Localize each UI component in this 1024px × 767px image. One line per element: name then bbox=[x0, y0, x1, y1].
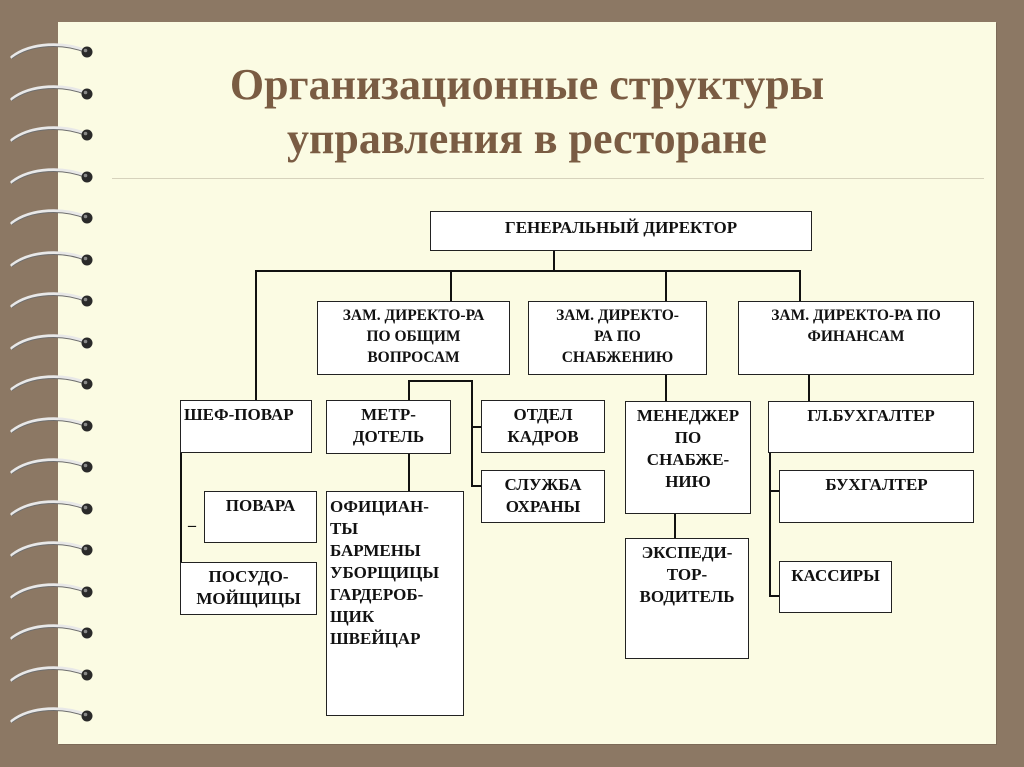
box-maitre: МЕТР- ДОТЕЛЬ bbox=[326, 400, 451, 454]
box-chief-accountant: ГЛ.БУХГАЛТЕР bbox=[768, 401, 974, 453]
spiral-ring-icon bbox=[10, 707, 93, 724]
box-security: СЛУЖБА ОХРАНЫ bbox=[481, 470, 605, 523]
spiral-ring-icon bbox=[10, 458, 93, 475]
spiral-ring-icon bbox=[10, 624, 93, 641]
spiral-ring-icon bbox=[10, 209, 93, 226]
spiral-ring-icon bbox=[10, 250, 93, 267]
spiral-ring-icon bbox=[10, 416, 93, 433]
box-chef: ШЕФ-ПОВАР bbox=[180, 400, 312, 453]
title-divider bbox=[112, 178, 984, 179]
box-deputy-supply: ЗАМ. ДИРЕКТО- РА ПО СНАБЖЕНИЮ bbox=[528, 301, 707, 375]
box-supply-manager: МЕНЕДЖЕР ПО СНАБЖЕ- НИЮ bbox=[625, 401, 751, 514]
box-accountant: БУХГАЛТЕР bbox=[779, 470, 974, 523]
spiral-ring-icon bbox=[10, 665, 93, 682]
spiral-ring-icon bbox=[10, 126, 93, 143]
box-forwarder: ЭКСПЕДИ- ТОР- ВОДИТЕЛЬ bbox=[625, 538, 749, 659]
spiral-ring-icon bbox=[10, 333, 93, 350]
spiral-ring-icon bbox=[10, 167, 93, 184]
title-line-2: управления в ресторане bbox=[287, 114, 767, 163]
spiral-ring-icon bbox=[10, 582, 93, 599]
box-deputy-finance: ЗАМ. ДИРЕКТО-РА ПО ФИНАНСАМ bbox=[738, 301, 974, 375]
box-hr: ОТДЕЛ КАДРОВ bbox=[481, 400, 605, 453]
box-cooks: ПОВАРА bbox=[204, 491, 317, 543]
box-cashiers: КАССИРЫ bbox=[779, 561, 892, 613]
box-general-director: ГЕНЕРАЛЬНЫЙ ДИРЕКТОР bbox=[430, 211, 812, 251]
box-deputy-general: ЗАМ. ДИРЕКТО-РА ПО ОБЩИМ ВОПРОСАМ bbox=[317, 301, 510, 375]
spiral-ring-icon bbox=[10, 499, 93, 516]
slide-title: Организационные структуры управления в р… bbox=[58, 58, 996, 166]
spiral-ring-icon bbox=[10, 292, 93, 309]
spiral-ring-icon bbox=[10, 43, 93, 60]
spiral-ring-icon bbox=[10, 375, 93, 392]
title-line-1: Организационные структуры bbox=[229, 60, 825, 109]
box-staff: ОФИЦИАН- ТЫ БАРМЕНЫ УБОРЩИЦЫ ГАРДЕРОБ- Щ… bbox=[326, 491, 464, 716]
spiral-ring-icon bbox=[10, 541, 93, 558]
box-dishwashers: ПОСУДО- МОЙЩИЦЫ bbox=[180, 562, 317, 615]
notebook-page bbox=[58, 22, 996, 744]
dash-mark: _ bbox=[188, 512, 196, 529]
spiral-ring-icon bbox=[10, 84, 93, 101]
